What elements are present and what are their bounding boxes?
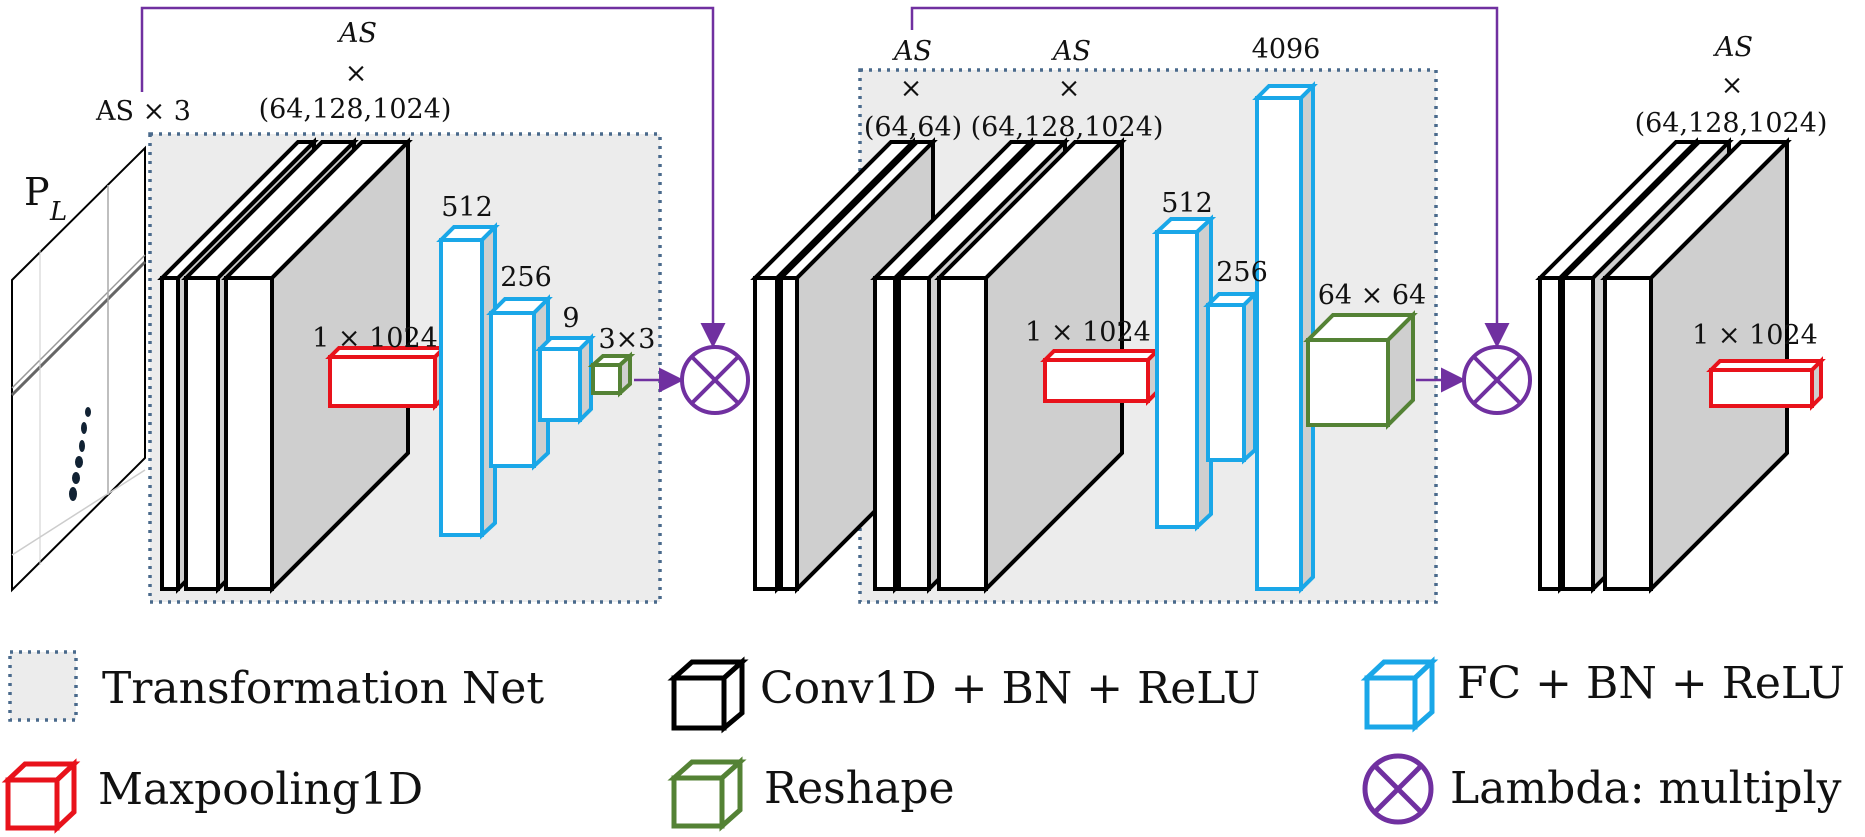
legend-transformation-net: Transformation Net [102, 663, 544, 714]
conv-stack-1 [157, 137, 413, 594]
conv-cube-icon [667, 656, 749, 734]
input-shape-label: AS × 3 [95, 96, 191, 127]
block1-pool-label: 1 × 1024 [312, 323, 438, 354]
reshape-3x3 [587, 351, 636, 398]
block2-fc2-label: 256 [1216, 257, 1268, 288]
fc-256-2 [1203, 289, 1260, 465]
block3-shape-top: AS [1712, 32, 1753, 63]
maxpool-3 [1706, 356, 1826, 411]
reshape-64x64 [1303, 310, 1418, 430]
fc-512-1 [436, 222, 500, 540]
fc-cube-icon [1360, 656, 1439, 733]
input-point-cloud [10, 145, 147, 593]
block3-shape-bottom: (64,128,1024) [1635, 108, 1828, 139]
block2-shape-bottom: (64,128,1024) [971, 112, 1164, 143]
block2-shape-mid: × [1058, 73, 1081, 104]
mid-shape-mid: × [900, 73, 923, 104]
block1-reshape-label: 3×3 [599, 324, 656, 355]
maxpool-1 [325, 343, 449, 411]
multiply-circle-icon [1362, 753, 1434, 825]
fc-512-2 [1151, 214, 1217, 532]
skip-connection-2 [910, 6, 1510, 348]
block2-fc1-label: 512 [1161, 188, 1213, 219]
input-symbol: P [24, 170, 50, 214]
block1-fc2-label: 256 [500, 262, 552, 293]
block1-shape-mid: × [345, 58, 368, 89]
legend-maxpool: Maxpooling1D [98, 764, 423, 815]
legend-lambda: Lambda: multiply [1450, 763, 1842, 814]
conv-stack-2 [870, 137, 1127, 594]
legend-conv: Conv1D + BN + ReLU [760, 663, 1260, 714]
mid-shape-bottom: (64,64) [864, 112, 962, 143]
mid-shape-top: AS [891, 36, 932, 67]
multiply-node-2 [1462, 345, 1532, 415]
block2-fc3-label: 4096 [1252, 34, 1321, 65]
fc-4096-2 [1252, 81, 1318, 594]
multiply-node-1 [680, 345, 750, 415]
skip-connection-1 [140, 6, 726, 348]
conv-stack-1-layer-3 [221, 137, 413, 594]
legend-reshape: Reshape [764, 763, 955, 814]
block3-shape-mid: × [1721, 70, 1744, 101]
conv-stack-3 [1535, 137, 1792, 594]
legend: Transformation Net Conv1D + BN + ReLU FC… [1, 650, 1845, 834]
block2-pool-label: 1 × 1024 [1025, 317, 1151, 348]
block3-pool-label: 1 × 1024 [1692, 320, 1818, 351]
legend-fc: FC + BN + ReLU [1457, 658, 1845, 709]
block1-shape-top: AS [336, 18, 377, 49]
input-subscript: L [49, 197, 67, 227]
fc-9-1 [535, 333, 596, 425]
block1-fc1-label: 512 [441, 192, 493, 223]
maxpool-2 [1040, 346, 1162, 406]
maxpool-cube-icon [1, 758, 81, 834]
reshape-cube-icon [667, 756, 747, 832]
block1-fc3-label: 9 [562, 303, 579, 334]
dotted-box-icon [8, 650, 78, 722]
block2-shape-top: AS [1050, 36, 1091, 67]
block2-reshape-label: 64 × 64 [1318, 280, 1427, 311]
block1-shape-bottom: (64,128,1024) [259, 94, 452, 125]
